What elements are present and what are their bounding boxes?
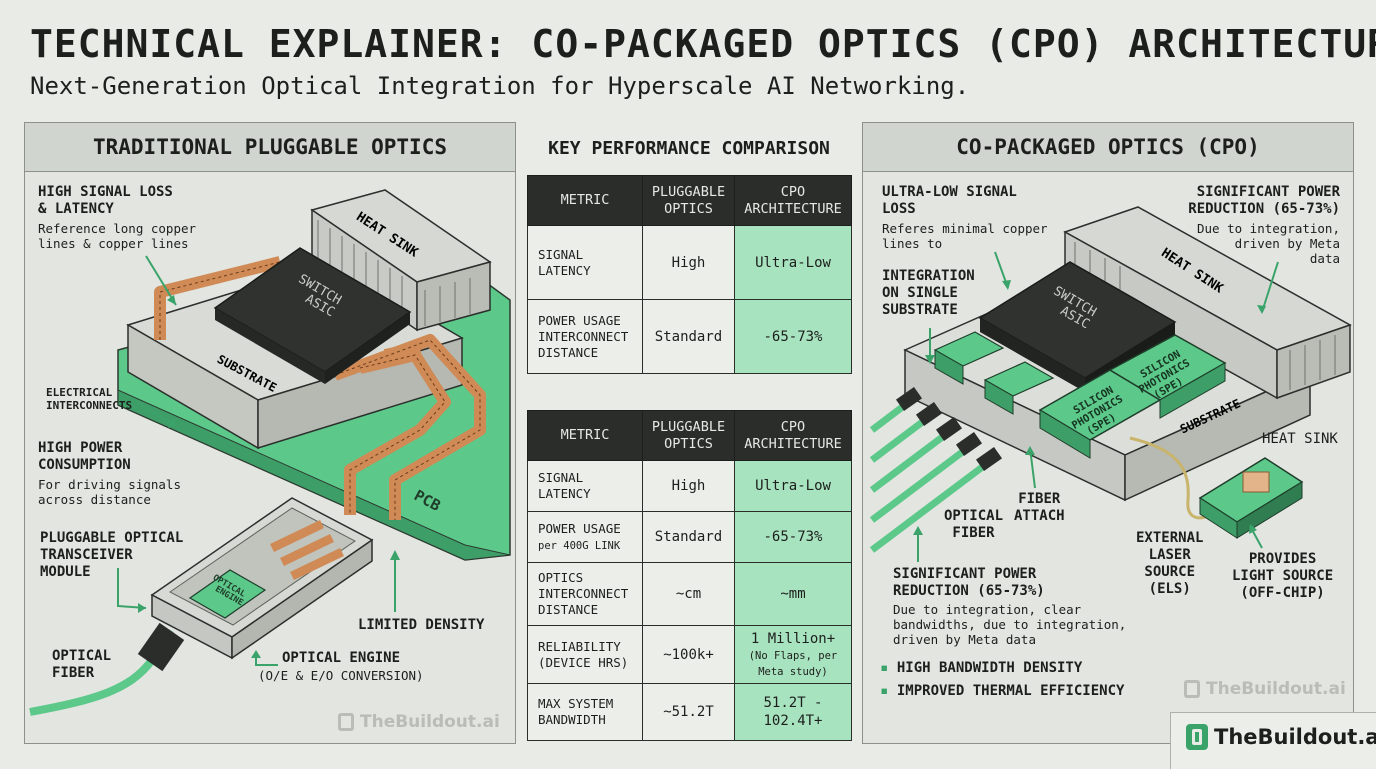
optical-fiber-label-right: OPTICAL FIBER <box>944 508 1004 541</box>
signal-loss-desc: Reference long copper lines & copper lin… <box>38 221 197 251</box>
pluggable-cell: ~100k+ <box>642 625 735 684</box>
limited-density-label: LIMITED DENSITY <box>358 617 485 633</box>
cpo-cell: 51.2T - 102.4T+ <box>734 683 852 741</box>
integration-label: INTEGRATION ON SINGLE SUBSTRATE <box>882 268 975 318</box>
brand-logo-icon <box>1186 724 1208 750</box>
bullet-thermal: ▪ IMPROVED THERMAL EFFICIENCY <box>880 683 1125 699</box>
bullet-icon: ▪ <box>880 683 897 699</box>
metric-cell: RELIABILITY (DEVICE HRS) <box>527 625 643 684</box>
page-title: TECHNICAL EXPLAINER: CO-PACKAGED OPTICS … <box>30 22 1376 66</box>
watermark-text: TheBuildout.ai <box>1206 679 1346 699</box>
cpo-cell: -65-73% <box>734 511 852 563</box>
ultra-low-loss-label: ULTRA-LOW SIGNAL LOSS <box>882 184 1017 217</box>
pluggable-cell: High <box>642 460 735 512</box>
metric-cell: POWER USAGE INTERCONNECT DISTANCE <box>527 299 643 374</box>
cpo-cell: Ultra-Low <box>734 225 852 300</box>
table-row: RELIABILITY (DEVICE HRS) ~100k+ 1 Millio… <box>527 625 852 684</box>
watermark-text: TheBuildout.ai <box>360 712 500 732</box>
bullet-bandwidth: ▪ HIGH BANDWIDTH DENSITY <box>880 660 1083 676</box>
comparison-table-1: METRIC PLUGGABLE OPTICS CPO ARCHITECTURE… <box>527 175 852 374</box>
col-header-pluggable: PLUGGABLE OPTICS <box>642 175 735 226</box>
power-reduction-desc-bottom: Due to integration, clear bandwidths, du… <box>893 602 1127 647</box>
pluggable-cell: Standard <box>642 511 735 563</box>
comparison-title: KEY PERFORMANCE COMPARISON <box>548 138 830 159</box>
pluggable-cell: Standard <box>642 299 735 374</box>
signal-loss-label: HIGH SIGNAL LOSS & LATENCY <box>38 184 173 217</box>
watermark-right: TheBuildout.ai <box>1184 679 1346 699</box>
metric-cell: OPTICS INTERCONNECT DISTANCE <box>527 562 643 626</box>
page-subtitle: Next-Generation Optical Integration for … <box>30 72 970 100</box>
metric-cell: SIGNAL LATENCY <box>527 460 643 512</box>
pluggable-cell: High <box>642 225 735 300</box>
right-panel-title: CO-PACKAGED OPTICS (CPO) <box>863 123 1353 172</box>
high-power-label: HIGH POWER CONSUMPTION <box>38 440 131 473</box>
power-reduction-label-top: SIGNIFICANT POWER REDUCTION (65-73%) <box>1188 184 1340 217</box>
brand-logo-icon <box>1184 680 1200 698</box>
optical-fiber-label-left: OPTICAL FIBER <box>52 648 112 681</box>
pluggable-cell: ~51.2T <box>642 683 735 741</box>
comparison-table-2: METRIC PLUGGABLE OPTICS CPO ARCHITECTURE… <box>527 410 852 741</box>
watermark-left: TheBuildout.ai <box>338 712 500 732</box>
heat-sink-right-label: HEAT SINK <box>1262 431 1338 447</box>
high-power-desc: For driving signals across distance <box>38 477 181 507</box>
brand-name: TheBuildout.ai <box>1214 725 1376 749</box>
cpo-cell: -65-73% <box>734 299 852 374</box>
pluggable-module-label: PLUGGABLE OPTICAL TRANSCEIVER MODULE <box>40 530 184 580</box>
optical-engine-desc: (O/E & E/O CONVERSION) <box>258 668 424 683</box>
metric-cell: SIGNAL LATENCY <box>527 225 643 300</box>
ultra-low-loss-desc: Referes minimal copper lines to <box>882 221 1048 251</box>
power-reduction-desc-top: Due to integration, driven by Meta data <box>1197 221 1340 266</box>
metric-cell: MAX SYSTEM BANDWIDTH <box>527 683 643 741</box>
col-header-cpo: CPO ARCHITECTURE <box>734 175 852 226</box>
pluggable-cell: ~cm <box>642 562 735 626</box>
bullet-icon: ▪ <box>880 660 897 676</box>
cpo-cell: Ultra-Low <box>734 460 852 512</box>
table-row: MAX SYSTEM BANDWIDTH ~51.2T 51.2T - 102.… <box>527 683 852 741</box>
col-header-cpo: CPO ARCHITECTURE <box>734 410 852 461</box>
col-header-metric: METRIC <box>527 410 643 461</box>
provides-light-label: PROVIDES LIGHT SOURCE (OFF-CHIP) <box>1232 551 1334 601</box>
col-header-pluggable: PLUGGABLE OPTICS <box>642 410 735 461</box>
brand-logo-icon <box>338 713 354 731</box>
external-laser-label: EXTERNAL LASER SOURCE (ELS) <box>1136 530 1204 597</box>
power-reduction-label-bottom: SIGNIFICANT POWER REDUCTION (65-73%) <box>893 566 1045 599</box>
table-row: POWER USAGE INTERCONNECT DISTANCE Standa… <box>527 299 852 374</box>
electrical-interconnects-label: ELECTRICAL INTERCONNECTS <box>46 386 133 412</box>
fiber-attach-label: FIBER ATTACH <box>1014 491 1065 524</box>
left-panel-title: TRADITIONAL PLUGGABLE OPTICS <box>25 123 515 172</box>
table-row: SIGNAL LATENCY High Ultra-Low <box>527 460 852 512</box>
brand-logo: TheBuildout.ai <box>1186 724 1376 750</box>
table-row: OPTICS INTERCONNECT DISTANCE ~cm ~mm <box>527 562 852 626</box>
cpo-cell: 1 Million+(No Flaps, per Meta study) <box>734 625 852 684</box>
cpo-cell: ~mm <box>734 562 852 626</box>
table-row: SIGNAL LATENCY High Ultra-Low <box>527 225 852 300</box>
col-header-metric: METRIC <box>527 175 643 226</box>
optical-engine-label: OPTICAL ENGINE <box>282 650 401 666</box>
